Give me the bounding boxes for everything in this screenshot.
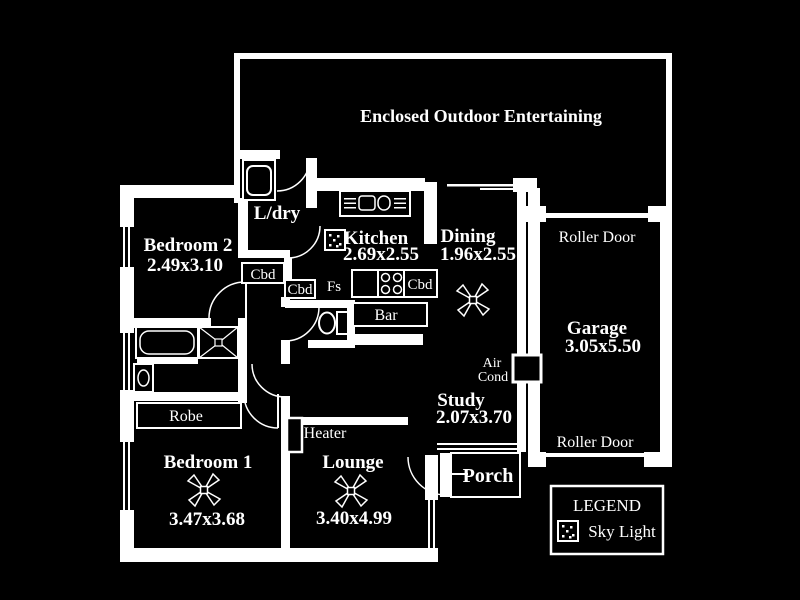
fridge-space-label: Fs <box>327 279 341 295</box>
wall <box>281 396 290 555</box>
wall <box>284 258 292 282</box>
door-arc-bedroom1 <box>243 393 279 429</box>
wall <box>285 300 355 308</box>
wall <box>234 53 240 203</box>
heater-box <box>285 416 304 454</box>
door-arc-bathroom <box>251 363 286 398</box>
wall <box>666 53 672 211</box>
wall <box>355 334 423 345</box>
wall <box>517 191 526 452</box>
aircond-box <box>511 353 543 384</box>
room-dims-bedroom2: 2.49x3.10 <box>147 255 223 276</box>
cbd-label-lower: Cbd <box>287 282 313 298</box>
wall <box>240 150 280 159</box>
stove-bench <box>351 269 438 298</box>
wall <box>238 198 248 252</box>
room-dims-bedroom1: 3.47x3.68 <box>169 509 245 530</box>
wall <box>524 206 546 222</box>
wall <box>238 318 247 403</box>
room-label-bedroom2: Bedroom 2 <box>144 235 233 256</box>
bar-label: Bar <box>374 307 398 324</box>
legend-box <box>549 484 665 556</box>
wall <box>347 300 355 347</box>
room-label-laundry: L/dry <box>254 203 301 224</box>
stove-burner <box>392 284 403 295</box>
porch-arrow <box>440 469 468 479</box>
room-label-porch: Porch <box>463 465 514 487</box>
skylight-icon-legend <box>557 520 579 542</box>
sliding-door-dining <box>447 184 513 190</box>
robe-label: Robe <box>169 408 203 425</box>
stove-burner <box>380 272 391 283</box>
wall <box>644 452 672 467</box>
door-arc-front <box>407 456 447 496</box>
laundry-trough <box>242 159 276 201</box>
wall <box>424 182 437 244</box>
window-bathroom <box>120 333 134 390</box>
vanity-basin <box>133 363 154 393</box>
room-label-dining: Dining <box>441 226 496 247</box>
roller-door-line <box>546 213 648 218</box>
roller-door-line <box>544 453 644 457</box>
bar-counter <box>352 302 428 327</box>
wall <box>308 340 355 348</box>
kitchen-sink <box>339 182 411 217</box>
legend-title: LEGEND <box>573 496 641 515</box>
window-lounge <box>425 500 438 548</box>
wall <box>134 318 211 328</box>
shower <box>198 326 239 359</box>
window-bedroom2 <box>120 227 134 267</box>
room-dims-study: 2.07x3.70 <box>436 407 512 428</box>
room-label-kitchen: Kitchen <box>344 228 409 249</box>
aircond-label-line2: Cond <box>478 370 508 385</box>
cupboard-box <box>284 279 316 299</box>
cbd-label-upper: Cbd <box>250 267 276 283</box>
wall <box>137 357 198 364</box>
room-label-study: Study <box>437 390 485 411</box>
wall <box>306 158 317 208</box>
aircond-label-line1: Air <box>483 356 502 371</box>
outdoor-label: Enclosed Outdoor Entertaining <box>360 106 602 126</box>
room-dims-garage: 3.05x5.50 <box>565 336 641 357</box>
door-arc-kitchen-hall <box>287 225 321 259</box>
bathtub <box>135 326 199 359</box>
wall <box>528 452 546 467</box>
cbd-label-kitchen: Cbd <box>407 277 433 293</box>
roller-door-top-label: Roller Door <box>559 229 637 246</box>
wall <box>660 206 672 467</box>
stove-burner <box>380 284 391 295</box>
wall <box>120 548 438 562</box>
wall <box>302 417 408 425</box>
wall <box>120 185 240 198</box>
room-dims-lounge: 3.40x4.99 <box>316 508 392 529</box>
room-label-lounge: Lounge <box>322 452 383 473</box>
roller-door-bottom-label: Roller Door <box>557 434 635 451</box>
room-label-garage: Garage <box>567 318 627 339</box>
robe-cupboard <box>136 402 242 429</box>
legend-skylight-label: Sky Light <box>588 522 656 541</box>
room-label-bedroom1: Bedroom 1 <box>164 452 253 473</box>
door-arc-bedroom2 <box>208 281 246 319</box>
wall <box>528 188 540 467</box>
room-dims-dining: 1.96x2.55 <box>440 244 516 265</box>
door-arc-wc <box>284 306 320 342</box>
skylight-icon-kitchen <box>324 229 346 251</box>
stove-burner <box>392 272 403 283</box>
wall <box>134 392 247 401</box>
wall <box>234 53 672 59</box>
toilet <box>318 311 349 335</box>
cupboard-box <box>241 262 285 284</box>
door-arc-laundry <box>276 157 311 192</box>
wall <box>281 340 290 364</box>
window-bedroom1 <box>120 442 134 510</box>
room-dims-kitchen: 2.69x2.55 <box>343 244 419 265</box>
wall <box>238 250 290 258</box>
heater-label: Heater <box>304 425 347 442</box>
window-study-porch <box>437 443 517 450</box>
